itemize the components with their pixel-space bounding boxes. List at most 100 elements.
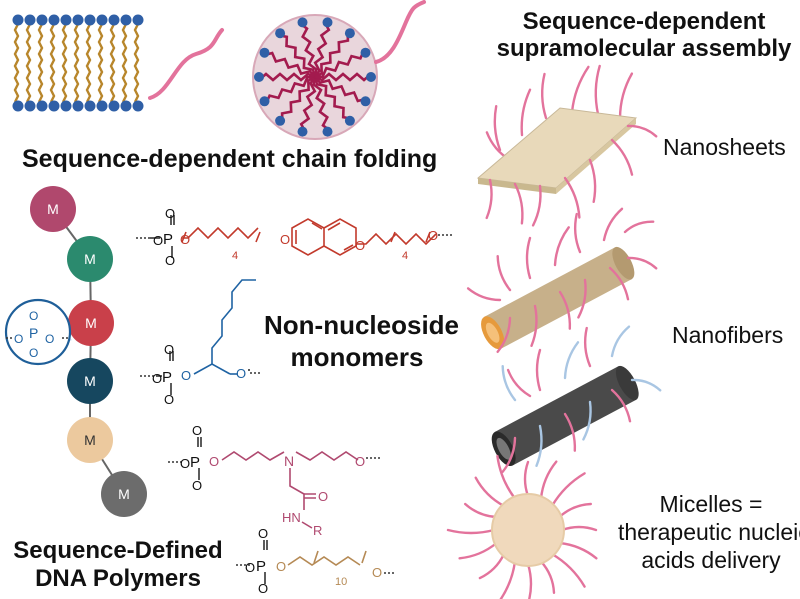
nanofiber-tan-icon: [466, 207, 658, 353]
lipid-head: [24, 100, 36, 112]
lipid-head: [60, 14, 72, 26]
assembly-title-line1: Sequence-dependent: [522, 8, 766, 35]
dna-strand: [530, 304, 538, 347]
monomer-bead-circle: [67, 417, 113, 463]
micelle-arm: [312, 76, 332, 132]
s3-o-amide: O: [318, 489, 328, 504]
s3-n: N: [284, 453, 294, 469]
dna-strand: [558, 290, 572, 330]
structure-alkyl-diol: [140, 279, 260, 395]
lipid-tail: [85, 23, 92, 103]
lipid-tail: [25, 23, 32, 103]
dna-strand: [577, 278, 587, 319]
dna-strand: [563, 341, 580, 380]
micelles-line3: acids delivery: [641, 547, 781, 573]
s1-sub-right: 4: [402, 250, 408, 262]
lipid-tail: [13, 23, 20, 103]
dna-strand: [558, 502, 592, 519]
structure-naphthalene: [136, 215, 454, 258]
callout-o-right: O: [45, 332, 54, 346]
bilayer-dna-strand: [148, 28, 224, 100]
lipid-head: [24, 14, 36, 26]
dna-strand: [520, 88, 532, 137]
dna-strand: [608, 266, 630, 301]
micelle-arm: [314, 72, 372, 82]
monomer-bead: M: [30, 186, 76, 232]
micelle-arm: [313, 76, 353, 121]
s1-o-ester: O: [180, 232, 190, 247]
micelle-arm: [314, 49, 366, 79]
monomer-bead-circle: [67, 358, 113, 404]
monomer-bead: M: [101, 471, 147, 517]
s2-o-end: O: [236, 366, 246, 381]
s1-o-ether-right: O: [355, 238, 365, 253]
structure-decyl: [236, 540, 396, 584]
dna-strand: [464, 502, 498, 519]
micelle-head: [360, 96, 371, 107]
s4-o-top: O: [258, 526, 268, 541]
lipid-head: [36, 100, 48, 112]
monomer-bead-label: M: [85, 315, 97, 331]
callout-o-bottom: O: [29, 346, 38, 360]
s2-o-bottom: O: [164, 392, 174, 407]
dna-strand: [618, 72, 634, 120]
structure-amine-amide: [168, 437, 380, 529]
callout-o-top: O: [29, 309, 38, 323]
micelle-arm: [277, 33, 317, 78]
dna-strand: [539, 560, 556, 594]
micelle-arm: [314, 31, 350, 79]
assembly-title-line2: supramolecular assembly: [496, 35, 792, 62]
assembly-title: Sequence-dependent supramolecular assemb…: [486, 8, 800, 62]
callout-o-left: O: [14, 332, 23, 346]
dna-strand: [570, 65, 590, 114]
monomer-bead-label: M: [84, 251, 96, 267]
dna-strand: [493, 105, 502, 152]
micelles-line1: Micelles =: [659, 491, 763, 517]
s3-r: R: [313, 523, 322, 538]
lipid-tail: [49, 23, 56, 103]
dna-strand: [526, 562, 533, 599]
phosphate-callout: P O O O O: [4, 298, 72, 366]
lipid-tail: [121, 23, 128, 103]
dna-strand: [610, 138, 634, 176]
dna-strand: [501, 436, 517, 473]
s4-o-end: O: [372, 565, 382, 580]
dna-strand: [496, 454, 517, 500]
s3-o-top: O: [192, 423, 202, 438]
nanosheet-icon: [476, 64, 658, 227]
dna-strand: [501, 365, 517, 402]
s4-o-ester: O: [276, 559, 286, 574]
monomer-bead: M: [67, 236, 113, 282]
dna-strand: [588, 158, 597, 203]
micelle-arm: [299, 76, 317, 133]
dna-strand: [573, 212, 582, 254]
lipid-head: [84, 100, 96, 112]
monomer-bead-circle: [101, 471, 147, 517]
dna-polymers-line2: DNA Polymers: [35, 565, 201, 592]
s4-o-bottom: O: [258, 581, 268, 596]
monomer-bead-label: M: [118, 486, 130, 502]
s1-o-left: O: [153, 233, 163, 248]
monomer-bead-label: M: [47, 201, 59, 217]
dna-strand: [630, 378, 662, 392]
lipid-tail: [97, 23, 104, 103]
non-nucleoside-title: Non-nucleoside monomers: [264, 309, 460, 373]
s1-sub-left: 4: [232, 250, 238, 262]
folded-dna-strand: [374, 0, 426, 64]
monomer-bead: M: [68, 300, 114, 346]
micelles-label: Micelles = therapeutic nucleic acids del…: [618, 490, 800, 574]
dna-strand: [550, 552, 586, 588]
non-nucleoside-line1: Non-nucleoside: [264, 310, 460, 340]
micelle-head: [297, 17, 308, 28]
micelle-head: [344, 28, 355, 39]
dna-strand: [563, 412, 577, 452]
nanosheets-label: Nanosheets: [663, 134, 786, 160]
lipid-tail: [37, 23, 44, 103]
lipid-bilayer-icon: [12, 14, 144, 112]
s1-o-top: O: [165, 206, 175, 221]
s3-o-end: O: [355, 454, 365, 469]
dna-strand: [610, 325, 631, 358]
lipid-head: [96, 14, 108, 26]
s3-o-left: O: [180, 456, 190, 471]
